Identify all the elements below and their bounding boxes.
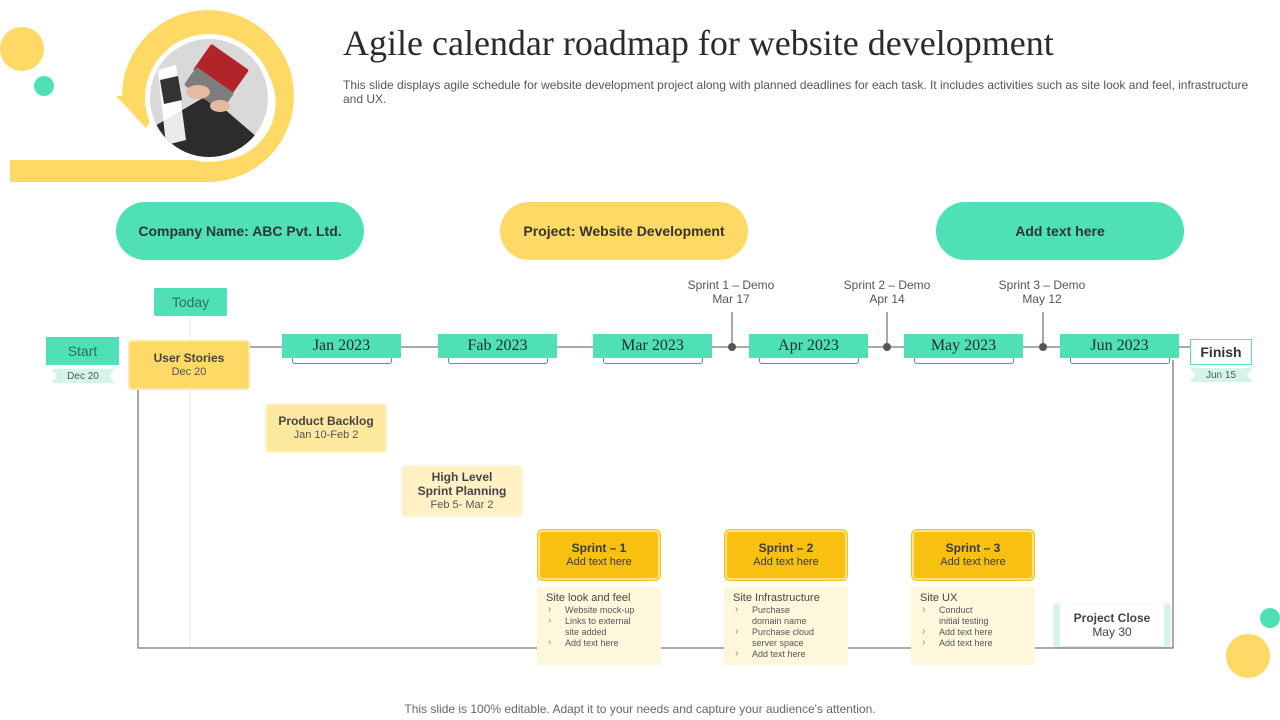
task-date: Dec 20 xyxy=(171,366,207,378)
month-bracket xyxy=(1070,358,1170,364)
month-jan: Jan 2023 xyxy=(282,334,401,358)
detail-item: Add text here xyxy=(733,648,848,660)
project-close-box: Project Close May 30 xyxy=(1054,604,1170,646)
decor-yellow-circle-top-left xyxy=(0,27,44,71)
task-title-line-2: Sprint Planning xyxy=(417,484,507,498)
add-text-pill: Add text here xyxy=(936,202,1184,260)
page-subtitle: This slide displays agile schedule for w… xyxy=(343,78,1249,106)
month-jun: Jun 2023 xyxy=(1060,334,1179,358)
task-date: Feb 5- Mar 2 xyxy=(430,499,494,511)
sprint-2-box: Sprint – 2 Add text here xyxy=(725,530,847,580)
sprint-title: Sprint – 2 xyxy=(758,541,814,555)
finish-date-ribbon: Jun 15 xyxy=(1190,368,1252,382)
company-name-pill: Company Name: ABC Pvt. Ltd. xyxy=(116,202,364,260)
footer-note: This slide is 100% editable. Adapt it to… xyxy=(404,702,876,716)
sprint-subtitle: Add text here xyxy=(566,556,632,568)
sprint-3-demo-marker xyxy=(1039,343,1047,351)
detail-item: Add text here xyxy=(920,626,1035,638)
decor-green-dot-top-left xyxy=(34,76,54,96)
detail-item: Add text here xyxy=(546,637,661,649)
month-bracket xyxy=(292,358,392,364)
month-bracket xyxy=(914,358,1014,364)
sprint-subtitle: Add text here xyxy=(753,556,819,568)
sprint-subtitle: Add text here xyxy=(940,556,1006,568)
sprint-title: Sprint – 1 xyxy=(571,541,627,555)
month-bracket xyxy=(603,358,703,364)
month-apr: Apr 2023 xyxy=(749,334,868,358)
project-pill: Project: Website Development xyxy=(500,202,748,260)
finish-marker: Finish xyxy=(1190,339,1252,365)
sprint-demo-date: Mar 17 xyxy=(712,292,750,306)
task-title-line-1: High Level xyxy=(431,470,493,484)
task-title: Product Backlog xyxy=(278,414,374,428)
hero-graphic xyxy=(10,10,294,182)
start-date-ribbon: Dec 20 xyxy=(52,369,114,383)
project-close-title: Project Close xyxy=(1073,611,1151,625)
detail-heading: Site Infrastructure xyxy=(733,592,820,604)
sprint-demo-title: Sprint 3 – Demo xyxy=(998,278,1086,292)
sprint-1-demo-label: Sprint 1 – Demo Mar 17 xyxy=(676,278,786,306)
project-close-date: May 30 xyxy=(1092,625,1132,639)
month-mar: Mar 2023 xyxy=(593,334,712,358)
task-title: User Stories xyxy=(153,351,225,365)
month-feb: Fab 2023 xyxy=(438,334,557,358)
laptop-photo xyxy=(150,39,268,157)
sprint-title: Sprint – 3 xyxy=(945,541,1001,555)
detail-item: Add text here xyxy=(920,637,1035,649)
sprint-demo-date: Apr 14 xyxy=(869,292,905,306)
sprint-3-box: Sprint – 3 Add text here xyxy=(912,530,1034,580)
sprint-2-demo-marker xyxy=(883,343,891,351)
detail-heading: Site UX xyxy=(920,592,958,604)
task-product-backlog: Product Backlog Jan 10-Feb 2 xyxy=(265,403,387,453)
month-bracket xyxy=(759,358,859,364)
sprint-demo-title: Sprint 1 – Demo xyxy=(687,278,775,292)
month-bracket xyxy=(448,358,548,364)
sprint-3-demo-label: Sprint 3 – Demo May 12 xyxy=(987,278,1097,306)
task-user-stories: User Stories Dec 20 xyxy=(128,340,250,390)
detail-heading: Site look and feel xyxy=(546,592,631,604)
detail-item: Website mock-up xyxy=(546,604,661,616)
page-title: Agile calendar roadmap for website devel… xyxy=(343,23,1054,63)
task-sprint-planning: High Level Sprint Planning Feb 5- Mar 2 xyxy=(401,465,523,517)
sprint-1-details: Site look and feel Website mock-up Links… xyxy=(537,587,661,665)
sprint-2-demo-label: Sprint 2 – Demo Apr 14 xyxy=(832,278,942,306)
task-date: Jan 10-Feb 2 xyxy=(293,429,359,441)
sprint-1-demo-marker xyxy=(728,343,736,351)
sprint-1-box: Sprint – 1 Add text here xyxy=(538,530,660,580)
sprint-demo-date: May 12 xyxy=(1022,292,1062,306)
sprint-demo-title: Sprint 2 – Demo xyxy=(843,278,931,292)
start-marker: Start xyxy=(46,337,119,365)
today-marker: Today xyxy=(154,288,227,316)
month-may: May 2023 xyxy=(904,334,1023,358)
decor-green-dot-bottom-right xyxy=(1260,608,1280,628)
decor-yellow-circle-bottom-right xyxy=(1226,634,1270,678)
